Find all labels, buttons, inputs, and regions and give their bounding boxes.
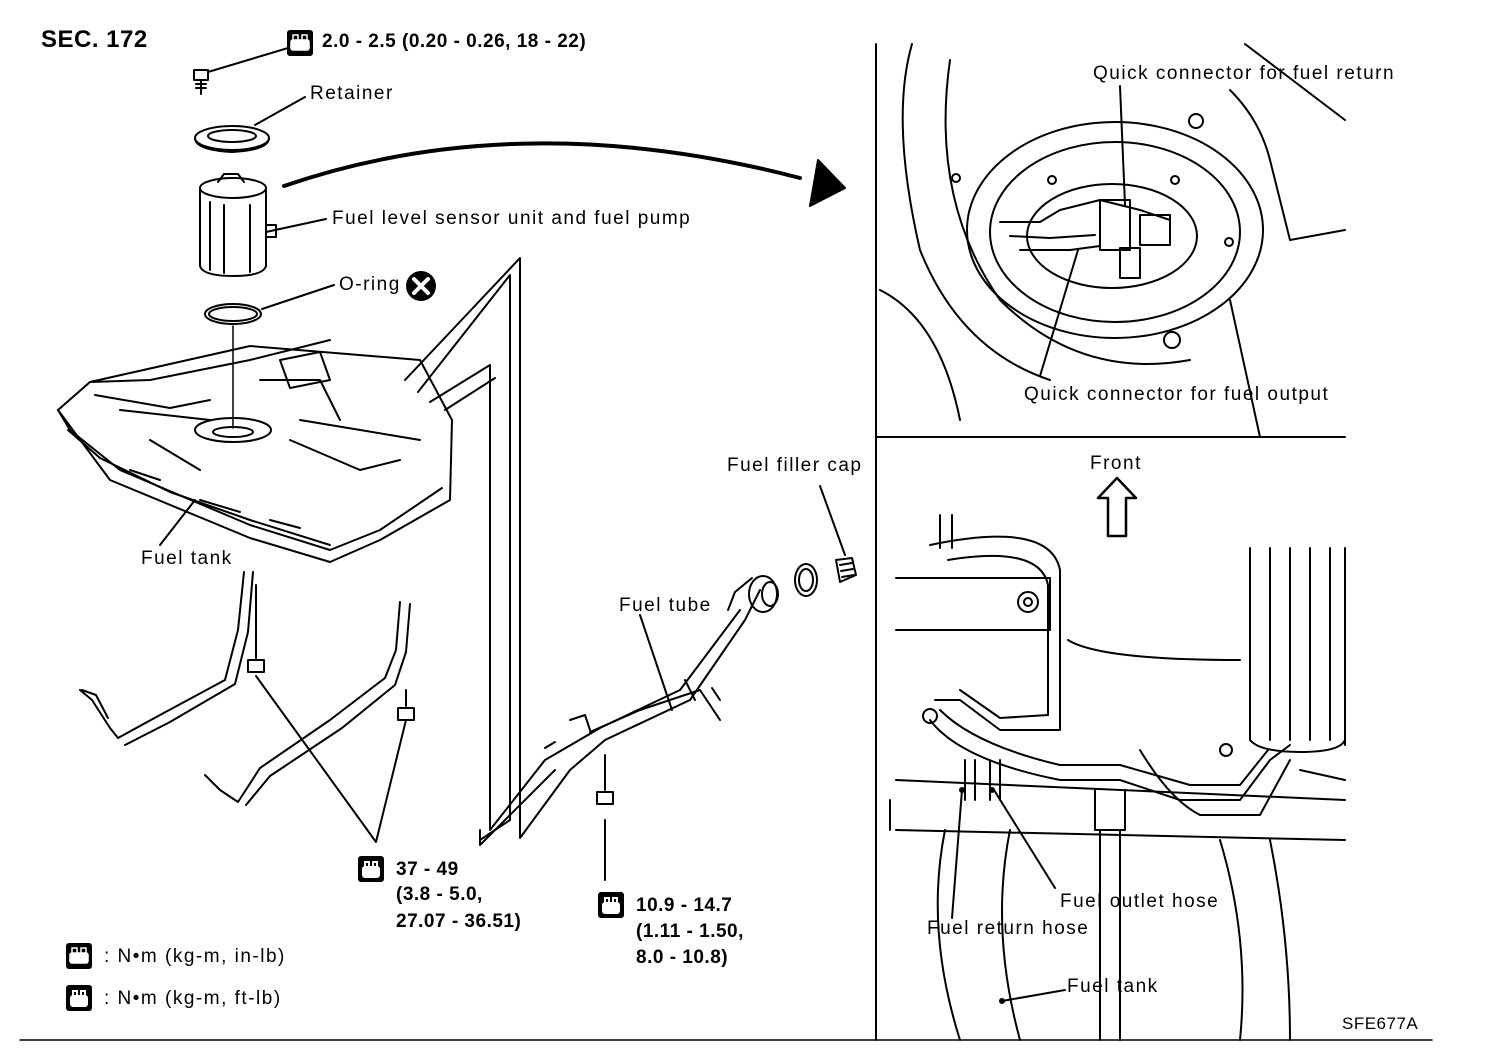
- o-ring: [204, 303, 262, 325]
- top-inset-artwork: [879, 43, 1346, 438]
- do-not-reuse-x-icon: [405, 270, 437, 302]
- torque-spec-top: 2.0 - 2.5 (0.20 - 0.26, 18 - 22): [322, 31, 587, 52]
- return-connector-leader: [1119, 85, 1126, 206]
- label-fuel-level-sensor-pump: Fuel level sensor unit and fuel pump: [332, 208, 692, 229]
- oring-leader: [261, 284, 335, 310]
- filler-neck: [727, 575, 779, 613]
- label-fuel-return-hose: Fuel return hose: [927, 918, 1090, 939]
- callout-arrowhead: [809, 159, 846, 207]
- label-fuel-tank-left: Fuel tank: [141, 548, 233, 569]
- torque-wrench-outline-icon: [358, 856, 384, 882]
- filler-gasket: [794, 563, 818, 597]
- label-fuel-filler-cap: Fuel filler cap: [727, 455, 863, 476]
- retainer-bolt: [193, 69, 209, 95]
- bottom-inset-artwork: [889, 514, 1346, 1041]
- torque-strap-line-3: 27.07 - 36.51): [396, 911, 522, 932]
- tank-leader: [159, 499, 196, 546]
- label-quick-connector-output: Quick connector for fuel output: [1024, 384, 1330, 405]
- label-fuel-tube: Fuel tube: [619, 595, 712, 616]
- figure-code: SFE677A: [1342, 1014, 1419, 1033]
- torque-wrench-filled-icon: [287, 30, 313, 56]
- torque-strap-line-1: 37 - 49: [396, 859, 459, 880]
- torque-tube-line-1: 10.9 - 14.7: [636, 895, 733, 916]
- tube-bolt: [596, 754, 614, 881]
- callout-arrow: [282, 141, 802, 188]
- torque-wrench-outline-icon: [598, 892, 624, 918]
- fuel-pump-unit: [199, 173, 277, 277]
- tank-strap-left: [79, 571, 254, 746]
- retainer-leader: [254, 96, 306, 126]
- torque-wrench-outline-icon: [66, 985, 92, 1011]
- filler-cap-leader: [819, 485, 846, 556]
- label-retainer: Retainer: [310, 83, 394, 104]
- tank-strap-right: [204, 601, 411, 806]
- torque-tube-line-2: (1.11 - 1.50,: [636, 921, 744, 942]
- front-arrow-shape: [1096, 476, 1138, 538]
- strap-bolts: [247, 584, 415, 721]
- pump-leader: [265, 218, 327, 233]
- legend-nm-inlb: : N•m (kg-m, in-lb): [104, 946, 286, 967]
- torque-tube-line-3: 8.0 - 10.8): [636, 947, 729, 968]
- label-fuel-tank-right: Fuel tank: [1067, 976, 1159, 997]
- label-quick-connector-return: Quick connector for fuel return: [1093, 63, 1396, 84]
- label-o-ring: O-ring: [339, 274, 401, 295]
- section-number: SEC. 172: [41, 26, 148, 53]
- label-fuel-outlet-hose: Fuel outlet hose: [1060, 891, 1220, 912]
- torque-wrench-filled-icon: [66, 943, 92, 969]
- label-front: Front: [1090, 453, 1142, 474]
- fuel-tube-leader: [639, 614, 673, 711]
- retainer-ring: [194, 125, 270, 153]
- output-connector-leader: [1039, 249, 1079, 377]
- outlet-hose-leader: [993, 789, 1056, 889]
- fuel-tube-lines: [404, 257, 761, 846]
- torque-strap-line-2: (3.8 - 5.0,: [396, 884, 483, 905]
- tank-label-leader: [1001, 989, 1066, 1002]
- fuel-tank-illustration: [57, 339, 453, 563]
- filler-cap: [835, 557, 857, 583]
- return-hose-leader: [951, 789, 963, 919]
- torque-leader: [207, 47, 289, 73]
- legend-nm-ftlb: : N•m (kg-m, ft-lb): [104, 988, 282, 1009]
- strap-torque-leader: [255, 675, 407, 843]
